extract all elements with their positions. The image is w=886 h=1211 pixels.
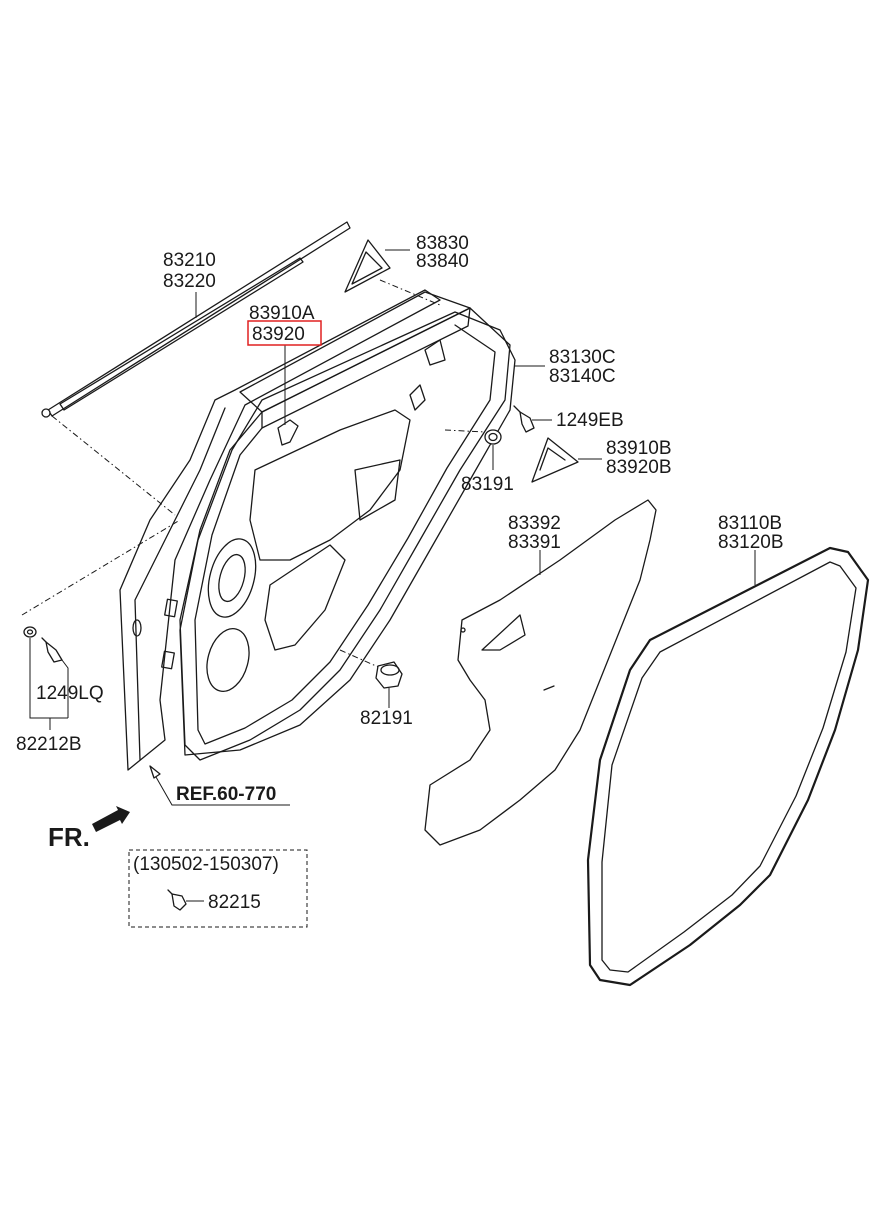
label-82212B: 82212B bbox=[16, 734, 82, 755]
label-date-range: (130502-150307) bbox=[133, 854, 279, 875]
glass-run-channel bbox=[277, 419, 299, 446]
highlight-box-83920 bbox=[247, 320, 322, 346]
label-83392: 83392 bbox=[508, 513, 561, 534]
label-83391: 83391 bbox=[508, 532, 561, 553]
label-83910A: 83910A bbox=[249, 303, 315, 324]
screw-1249eb bbox=[513, 405, 535, 433]
label-83910B: 83910B bbox=[606, 438, 672, 459]
label-ref: REF.60-770 bbox=[176, 784, 276, 805]
door-frame bbox=[119, 289, 511, 771]
waterproof-film bbox=[424, 499, 657, 846]
variant-box bbox=[128, 849, 308, 928]
label-83920B: 83920B bbox=[606, 457, 672, 478]
label-83120B: 83120B bbox=[718, 532, 784, 553]
label-83130C: 83130C bbox=[549, 347, 616, 368]
label-1249EB: 1249EB bbox=[556, 410, 624, 431]
door-weatherstrip-inner bbox=[179, 311, 516, 756]
dash-83191 bbox=[444, 429, 486, 433]
delta-cover bbox=[531, 437, 579, 483]
plug-83191 bbox=[484, 429, 502, 445]
label-83220: 83220 bbox=[163, 271, 216, 292]
label-83920: 83920 bbox=[252, 324, 305, 345]
dash-quarter-glass bbox=[379, 279, 441, 306]
label-fr: FR. bbox=[48, 822, 90, 852]
label-83210: 83210 bbox=[163, 250, 216, 271]
screw-1249lq bbox=[41, 637, 63, 663]
label-82215: 82215 bbox=[208, 892, 261, 913]
belt-weatherstrip bbox=[41, 221, 351, 418]
leader-ref bbox=[151, 769, 290, 806]
fr-arrow-icon bbox=[92, 806, 130, 832]
screw-82215 bbox=[167, 889, 187, 911]
label-83830: 83830 bbox=[416, 233, 469, 254]
label-83140C: 83140C bbox=[549, 366, 616, 387]
leader-82212B bbox=[29, 638, 68, 730]
label-82191: 82191 bbox=[360, 708, 413, 729]
label-83191: 83191 bbox=[461, 474, 514, 495]
clip-82212b bbox=[23, 626, 37, 638]
label-83110B: 83110B bbox=[718, 513, 782, 534]
ref-arrowhead bbox=[149, 765, 161, 779]
bumper-82191 bbox=[375, 661, 403, 689]
quarter-glass bbox=[344, 239, 391, 293]
label-83840: 83840 bbox=[416, 251, 469, 272]
door-side-weatherstrip bbox=[586, 546, 870, 987]
dash-belt-to-door bbox=[51, 415, 176, 516]
dash-clip-to-door bbox=[21, 519, 181, 616]
label-1249LQ: 1249LQ bbox=[36, 683, 104, 704]
leader-1249LQ bbox=[61, 659, 69, 718]
